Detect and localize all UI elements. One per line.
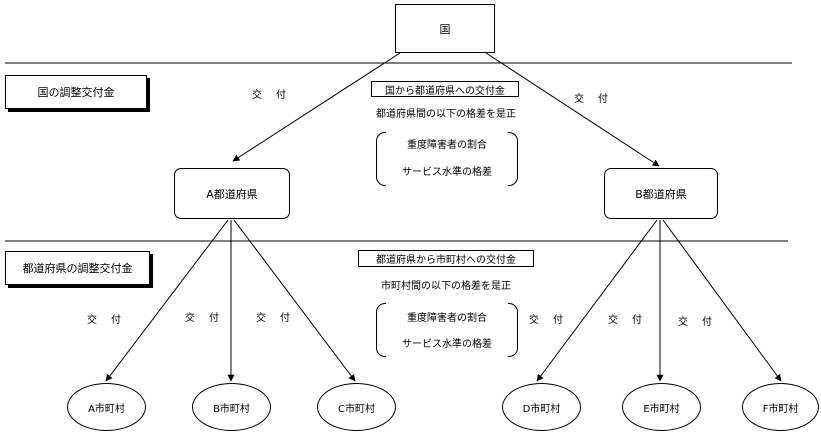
edge-label-pref-a-muni-a: 交 付 <box>87 314 123 326</box>
upper-note-bracket-right <box>508 132 518 186</box>
node-muni-d: D市町村 <box>502 383 581 431</box>
node-pref-b: B都道府県 <box>604 168 718 219</box>
node-muni-a: A市町村 <box>67 383 146 431</box>
node-muni-e: E市町村 <box>622 383 701 431</box>
upper-note-title: 国から都道府県への交付金 <box>371 81 519 97</box>
lower-note-item-2: サービス水準の格差 <box>402 338 492 350</box>
arrow-pref-a-to-muni-a <box>105 219 229 382</box>
edge-label-pref-b-muni-d: 交 付 <box>529 314 565 326</box>
edge-label-pref-b-muni-e: 交 付 <box>608 314 644 326</box>
lower-note-bracket-right <box>508 303 518 357</box>
lower-note-title: 都道府県から市町村への交付金 <box>358 250 534 267</box>
node-muni-c: C市町村 <box>317 383 396 431</box>
edge-label-pref-a-muni-b: 交 付 <box>185 312 221 324</box>
upper-note-subtitle: 都道府県間の以下の格差を是正 <box>376 108 516 120</box>
level-label-national: 国の調整交付金 <box>5 75 147 109</box>
edge-label-pref-a-muni-c: 交 付 <box>256 312 292 324</box>
upper-note-item-2: サービス水準の格差 <box>402 166 492 178</box>
node-kuni: 国 <box>395 4 495 53</box>
arrow-pref-b-to-muni-f <box>662 219 782 382</box>
node-muni-b: B市町村 <box>192 383 271 431</box>
node-pref-a: A都道府県 <box>174 168 290 219</box>
arrow-pref-a-to-muni-c <box>233 219 356 382</box>
lower-note-item-1: 重度障害者の割合 <box>407 312 487 324</box>
node-kuni-label: 国 <box>439 22 451 36</box>
lower-note-subtitle: 市町村間の以下の格差を是正 <box>381 280 511 292</box>
arrow-kuni-to-pref-a <box>232 52 401 162</box>
edge-label-kuni-b: 交 付 <box>574 93 610 105</box>
level-label-national-text: 国の調整交付金 <box>37 86 115 99</box>
node-pref-a-label: A都道府県 <box>206 187 258 201</box>
edge-label-kuni-a: 交 付 <box>252 89 288 101</box>
level-label-prefectural-text: 都道府県の調整交付金 <box>22 262 133 275</box>
level-label-prefectural: 都道府県の調整交付金 <box>5 251 150 285</box>
upper-note-bracket-left <box>376 132 386 186</box>
node-muni-f: F市町村 <box>742 383 819 431</box>
upper-note-item-1: 重度障害者の割合 <box>407 139 487 151</box>
arrow-kuni-to-pref-b <box>485 52 660 167</box>
arrow-pref-b-to-muni-d <box>536 219 658 382</box>
lower-note-bracket-left <box>376 303 386 357</box>
node-pref-b-label: B都道府県 <box>635 187 687 201</box>
edge-label-pref-b-muni-f: 交 付 <box>678 316 714 328</box>
